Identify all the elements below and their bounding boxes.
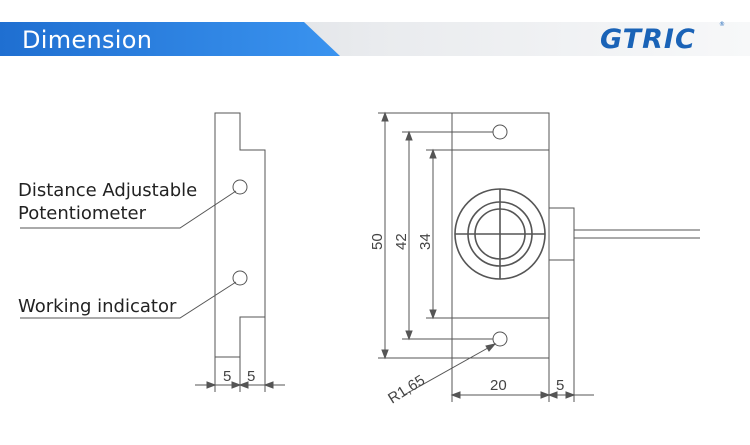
cable-boss	[548, 207, 575, 261]
side-step-b-text: 5	[247, 368, 255, 385]
inner-height-text: 34	[417, 233, 434, 250]
indicator-hole	[232, 270, 248, 286]
cable-boss-text: 5	[556, 377, 564, 394]
page-title: Dimension	[22, 26, 153, 54]
potentiometer-label-line2: Potentiometer	[18, 203, 146, 224]
potentiometer-label-line1: Distance Adjustable	[18, 180, 198, 201]
mounting-hole-top	[492, 124, 508, 140]
radius-leader	[403, 343, 496, 396]
height-total-text: 50	[369, 233, 386, 250]
side-step-a-text: 5	[223, 368, 231, 385]
potentiometer-hole	[232, 179, 248, 195]
header-background	[0, 22, 750, 56]
brand-logo: GTRIC	[600, 24, 696, 55]
header-band: Dimension GTRIC ®	[0, 0, 750, 62]
hole-spacing-dimension	[402, 130, 493, 341]
hole-radius-text: R1,65	[385, 372, 428, 408]
side-dimension	[195, 317, 285, 392]
potentiometer-leader	[20, 190, 237, 229]
inner-height-dimension	[426, 148, 452, 320]
height-dimension	[378, 111, 452, 360]
indicator-leader	[20, 281, 237, 319]
side-view-outline	[214, 112, 266, 358]
registered-mark: ®	[719, 21, 725, 28]
hole-spacing-text: 42	[393, 233, 410, 250]
width-dimension	[450, 260, 594, 402]
indicator-label: Working indicator	[18, 296, 177, 317]
width-text: 20	[490, 377, 507, 394]
dimension-drawing: 5 5 50 42 34 R1,65 20 5	[20, 111, 700, 408]
